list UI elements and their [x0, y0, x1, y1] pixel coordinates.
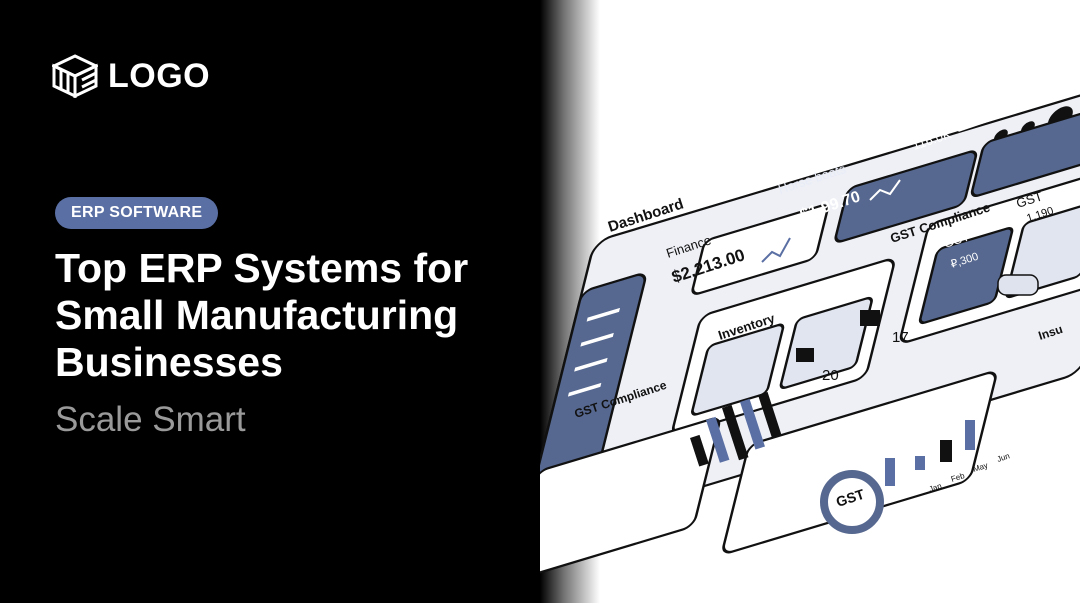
- inventory-item[interactable]: [691, 323, 785, 416]
- finance-sparkline: [761, 237, 791, 263]
- sidebar-item[interactable]: [580, 332, 614, 347]
- month-label: Feb: [950, 471, 966, 484]
- folder-icon: [860, 310, 880, 326]
- gst-donut: [820, 470, 884, 534]
- sidebar-item[interactable]: [586, 307, 621, 322]
- gst-check-button[interactable]: [997, 274, 1039, 296]
- finance-top-card[interactable]: [970, 107, 1080, 198]
- hero-title: Top ERP Systems for Small Manufacturing …: [55, 245, 525, 386]
- finance-card[interactable]: [691, 203, 829, 295]
- horse-boats-card[interactable]: [834, 150, 978, 244]
- logo-text: LOGO: [108, 56, 211, 95]
- sidebar-item[interactable]: [567, 382, 602, 397]
- horse-sparkline: [869, 179, 901, 201]
- month-label: May: [972, 461, 989, 474]
- gst-bar-chart: [690, 391, 782, 467]
- dashboard-illustration: Dashboard Finance $2,213.00 Horse boats …: [510, 0, 1080, 608]
- finance-top-progress: [957, 111, 1009, 132]
- gst-card[interactable]: [1005, 200, 1080, 299]
- hero-title-line: Businesses: [55, 339, 283, 385]
- month-bars: [885, 420, 975, 486]
- boxes-icon: [796, 348, 814, 362]
- category-badge: ERP SOFTWARE: [55, 197, 219, 229]
- month-label: Jun: [996, 451, 1011, 464]
- hero-panel: [0, 0, 540, 603]
- hero-subtitle: Scale Smart: [55, 400, 246, 439]
- inventory-item-value: 17: [892, 329, 909, 346]
- inventory-item-value: 20: [822, 367, 839, 384]
- inventory-item[interactable]: [779, 296, 873, 390]
- gst-card[interactable]: [918, 226, 1014, 325]
- hero-title-line: Top ERP Systems for: [55, 245, 469, 291]
- sidebar-item[interactable]: [574, 357, 608, 372]
- month-label: Jan: [928, 481, 943, 494]
- brand-logo[interactable]: LOGO: [52, 54, 210, 98]
- hero-title-line: Small Manufacturing: [55, 292, 459, 338]
- logo-icon: [52, 54, 98, 98]
